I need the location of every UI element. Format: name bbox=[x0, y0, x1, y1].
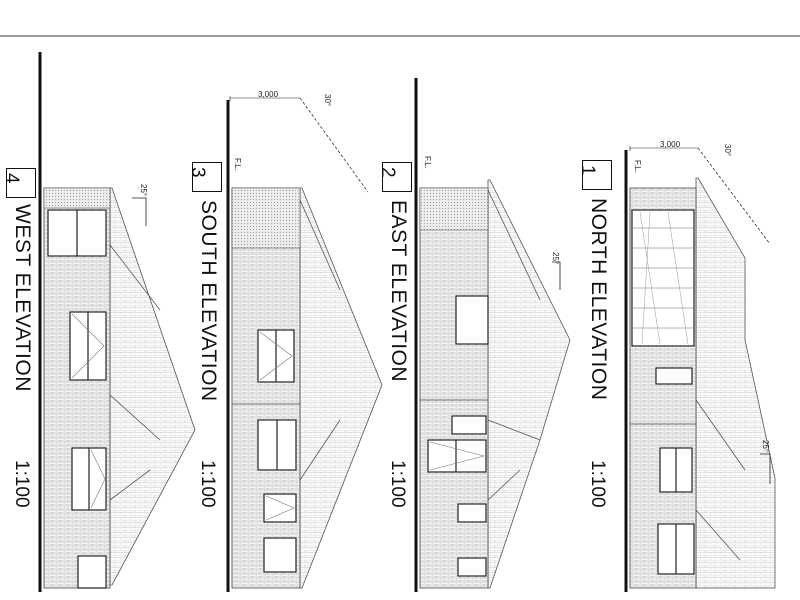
north-elevation bbox=[624, 146, 776, 592]
roof bbox=[109, 187, 196, 586]
dimension-line bbox=[629, 146, 698, 151]
pitch-guide-dashed bbox=[299, 97, 369, 193]
pitch-label: 25° bbox=[551, 252, 560, 265]
elevation-number-box: 1 bbox=[577, 160, 612, 190]
pitch-label: 25° bbox=[761, 440, 770, 453]
dimension-label: 3,000 bbox=[660, 140, 681, 149]
roof bbox=[299, 187, 383, 589]
pitch-guide-dashed bbox=[697, 147, 771, 245]
elevation-number-box: 2 bbox=[377, 162, 412, 192]
windows bbox=[427, 295, 489, 577]
glazing-reflections bbox=[639, 211, 689, 345]
pitch-symbol bbox=[760, 453, 771, 484]
elevation-number-box: 3 bbox=[187, 162, 222, 192]
elevation-number: 4 bbox=[1, 173, 22, 184]
glazing-bars bbox=[632, 227, 694, 329]
roof-end-panel bbox=[419, 187, 489, 231]
elevation-title: NORTH ELEVATION bbox=[587, 198, 610, 401]
dimension-label: 3,000 bbox=[258, 90, 279, 99]
roof-hip-lines bbox=[109, 244, 161, 501]
roof-hip-lines bbox=[487, 189, 541, 501]
elevation-scale: 1:100 bbox=[587, 460, 608, 508]
pitch-label: 30° bbox=[323, 94, 332, 107]
windows bbox=[655, 367, 695, 575]
roof-end-panel bbox=[231, 187, 301, 249]
south-elevation bbox=[226, 96, 383, 592]
roof-hip-lines bbox=[695, 399, 746, 561]
elevation-scale: 1:100 bbox=[11, 460, 32, 508]
roof-hip-lines bbox=[299, 199, 341, 481]
dimension-line bbox=[229, 96, 300, 101]
fascia-band bbox=[43, 187, 111, 209]
window-opening-marks bbox=[71, 313, 106, 509]
elevation-scale: 1:100 bbox=[197, 460, 218, 508]
floor-level-label: F.L. bbox=[423, 156, 432, 169]
windows bbox=[257, 329, 297, 573]
elevation-title: EAST ELEVATION bbox=[387, 200, 410, 383]
pitch-symbol bbox=[552, 261, 561, 290]
elevation-number: 3 bbox=[187, 167, 208, 178]
roof bbox=[487, 179, 571, 589]
roof bbox=[695, 177, 776, 589]
west-elevation bbox=[38, 52, 196, 592]
windows bbox=[47, 209, 107, 589]
floor-level-label: F.L. bbox=[633, 160, 642, 173]
window-opening-marks bbox=[259, 331, 295, 521]
pitch-label: 30° bbox=[723, 144, 732, 157]
elevation-number-box: 4 bbox=[1, 168, 36, 198]
glazed-panel bbox=[631, 209, 695, 347]
door-opening-marks bbox=[429, 441, 486, 471]
pitch-label: 25° bbox=[139, 184, 148, 197]
floor-level-label: F.L. bbox=[233, 158, 242, 171]
elevation-scale: 1:100 bbox=[387, 460, 408, 508]
elevation-title: WEST ELEVATION bbox=[11, 204, 34, 392]
wall bbox=[419, 187, 489, 589]
east-elevation bbox=[414, 78, 571, 592]
pitch-symbol bbox=[132, 197, 147, 226]
elevation-number: 1 bbox=[577, 165, 598, 176]
elevation-number: 2 bbox=[377, 167, 398, 178]
elevation-title: SOUTH ELEVATION bbox=[197, 200, 220, 402]
